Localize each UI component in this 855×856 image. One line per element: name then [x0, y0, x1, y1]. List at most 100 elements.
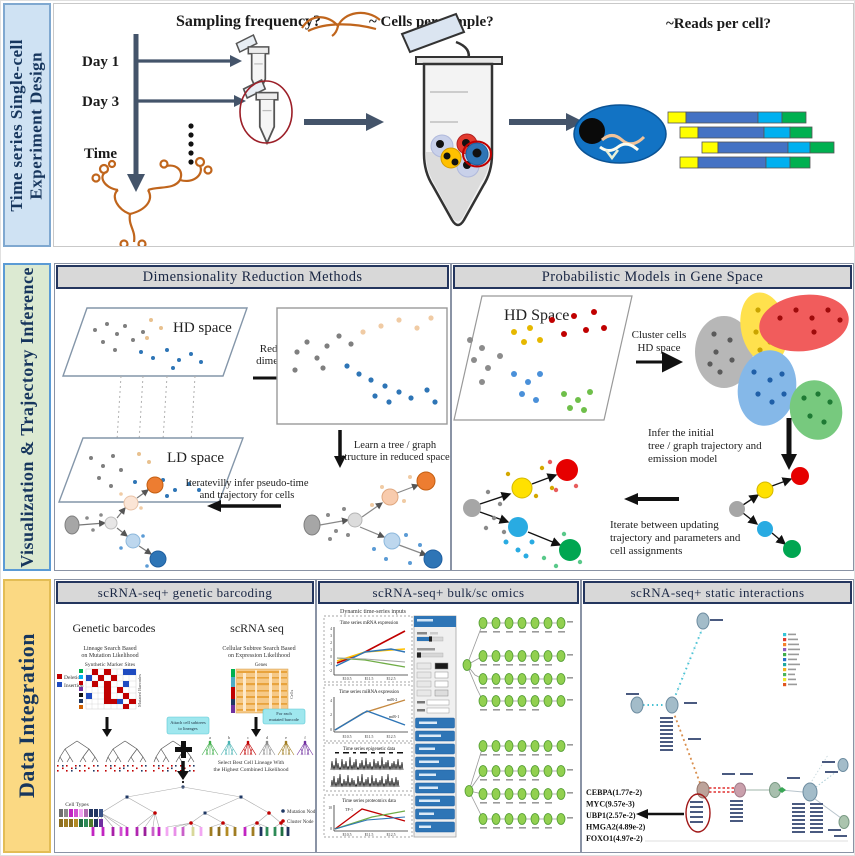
- day1-label: Day 1: [82, 54, 119, 70]
- cell-types-bars: [59, 809, 103, 827]
- cluster-blobs: [695, 292, 849, 440]
- iterate-update-line2: trajectory and parameters and: [610, 532, 741, 544]
- xtick: E10.5: [343, 735, 352, 739]
- hd-space-label: HD space: [173, 320, 232, 336]
- prob-models-panel: Probabilistic Models in Gene Space HD Sp…: [451, 263, 854, 571]
- mutation-legend: Deletion Insertion: [57, 674, 84, 689]
- network-node: [734, 782, 746, 798]
- sidebar-trajectory-inference: Visualization & Trajectory Inference: [3, 263, 51, 571]
- foreach-note: For each mutated barcode: [262, 708, 306, 725]
- genes-callout-arrow: [636, 809, 684, 819]
- subtree-letter: a: [209, 735, 211, 740]
- tf1-label: TF-1: [345, 807, 353, 812]
- expression-subtrees: a b c d e f: [201, 735, 314, 756]
- foreach-note-line2: mutated barcode: [269, 717, 299, 722]
- barcoding-header: scRNA-seq+ genetic barcoding: [56, 581, 314, 604]
- candidate-lineages: [57, 740, 195, 772]
- interactions-panel: scRNA-seq+ static interactions: [581, 579, 854, 853]
- ld-space-label: LD space: [167, 450, 224, 466]
- xtick: E11.5: [365, 735, 374, 739]
- xtick: E12.5: [387, 735, 396, 739]
- gene-item: MYC(9.57e-3): [586, 800, 635, 809]
- subtree-caption-2: on Expression Likelihood: [228, 653, 290, 659]
- network-node: [802, 782, 818, 802]
- proteomics-chart: Time series proteomics data 10 0 TF-1 E1…: [323, 794, 413, 838]
- gene-item: CEBPA(1.77e-2): [586, 788, 642, 797]
- lineage-caption-2: on Mutation Likelihood: [81, 653, 138, 659]
- read-4: [679, 156, 811, 169]
- experiment-design-panel: Sampling frequency? ~ Cells per sample? …: [53, 3, 854, 247]
- ellipsis-dots: [188, 123, 194, 165]
- expression-heatmap: Genes Cells: [231, 663, 294, 714]
- marker-sites-label: Synthetic Marker Sites: [85, 662, 135, 668]
- subtree-letter: c: [247, 735, 249, 740]
- attach-note-line2: to lineages: [178, 726, 198, 731]
- read-3: [701, 141, 835, 154]
- infer-line3: emission model: [648, 453, 717, 465]
- xtick: E11.5: [365, 833, 374, 837]
- lineage-caption-1: Lineage Search Based: [83, 646, 136, 652]
- combined-lineage-tree: [91, 776, 290, 836]
- xtick: E11.5: [365, 677, 374, 681]
- green-hmm-network: [462, 617, 573, 829]
- question-cells: ~ Cells per sample?: [369, 14, 494, 30]
- leaf-cells: [91, 827, 290, 836]
- organism-doodle-top: [301, 11, 381, 37]
- single-cell: [573, 104, 667, 164]
- tool-button-stack: [415, 717, 455, 833]
- mirna-chart: Time series miRNA expression 4 2 0 miR-2…: [323, 684, 413, 742]
- mutated-barcodes-label: Mutated Barcodes: [137, 674, 142, 707]
- network-node: [837, 758, 849, 772]
- mrna-chart: Time series mRNA expression 4 3 2 1 0 -1…: [323, 615, 413, 683]
- gene-hd-space-label: HD Space: [504, 307, 569, 324]
- subtree-letter: b: [228, 735, 230, 740]
- select-best-arrow: [177, 761, 189, 780]
- sidebar-trajectory-label: Visualization & Trajectory Inference: [16, 266, 37, 568]
- read-1: [667, 111, 807, 124]
- cell-types-label: Cell Types: [65, 802, 89, 808]
- mutation-node-label: Mutation Node: [287, 810, 315, 815]
- interactions-illustration: CEBPA(1.77e-2) MYC(9.57e-3) UBP1(2.57e-2…: [586, 612, 850, 843]
- micro-label-clusters: [626, 619, 847, 837]
- interactions-header: scRNA-seq+ static interactions: [583, 581, 852, 604]
- attach-note-line1: Attach cell subtrees: [170, 720, 206, 725]
- iterate-line2: and trajectory for cells: [200, 490, 295, 501]
- prob-models-illustration: HD Space Cluster cells HD space: [453, 292, 849, 569]
- foreach-arrow: [251, 717, 261, 737]
- foreach-note-line1: For each: [276, 711, 292, 716]
- gene-item: UBP1(2.57e-2): [586, 811, 636, 820]
- sequencing-reads: [667, 111, 835, 169]
- epigenetic-track-1: [330, 756, 404, 771]
- select-best-line2: the Highest Combined Likelihood: [213, 767, 288, 773]
- genes-label: Genes: [255, 663, 268, 668]
- tool-ui-panel: [413, 615, 457, 838]
- subtree-caption-1: Cellular Subtree Search Based: [222, 646, 295, 652]
- mir2-label: miR-2: [387, 697, 397, 702]
- iterate-update-line1: Iterate between updating: [610, 519, 719, 531]
- significant-genes-list: CEBPA(1.77e-2) MYC(9.57e-3) UBP1(2.57e-2…: [586, 788, 646, 843]
- cells-label: Cells: [289, 690, 294, 699]
- timeline: Day 1 Day 3 Time: [82, 34, 246, 192]
- insertion-label: Insertion: [64, 683, 84, 689]
- question-reads: ~Reads per cell?: [666, 16, 771, 32]
- gene-item: FOXO1(4.97e-2): [586, 834, 643, 843]
- xtick: E12.5: [387, 677, 396, 681]
- infer-line2: tree / graph trajectory and: [648, 440, 762, 452]
- dimred-panel: Dimensionality Reduction Methods HD spac…: [54, 263, 451, 571]
- xtick: E10.5: [343, 833, 352, 837]
- gene-hd-space-plane: HD Space: [453, 295, 633, 421]
- epigenetic-track-2: [330, 773, 400, 788]
- ytick: 4: [330, 627, 332, 631]
- sidebar-line2: Experiment Design: [27, 51, 46, 199]
- ytick: 1: [330, 648, 332, 652]
- iterate-update-line3: cell assignments: [610, 545, 682, 557]
- ytick: 2: [330, 641, 332, 645]
- scrna-seq-title: scRNA seq: [230, 621, 284, 635]
- dimred-illustration: HD space LD space Reduced dimension: [57, 307, 450, 569]
- time-label: Time: [84, 146, 117, 162]
- xtick: E10.5: [343, 677, 352, 681]
- inferred-graph-raw: [303, 471, 443, 569]
- cluster-cells-line1: Cluster cells: [632, 329, 687, 341]
- updated-trajectory-tree: [463, 459, 583, 569]
